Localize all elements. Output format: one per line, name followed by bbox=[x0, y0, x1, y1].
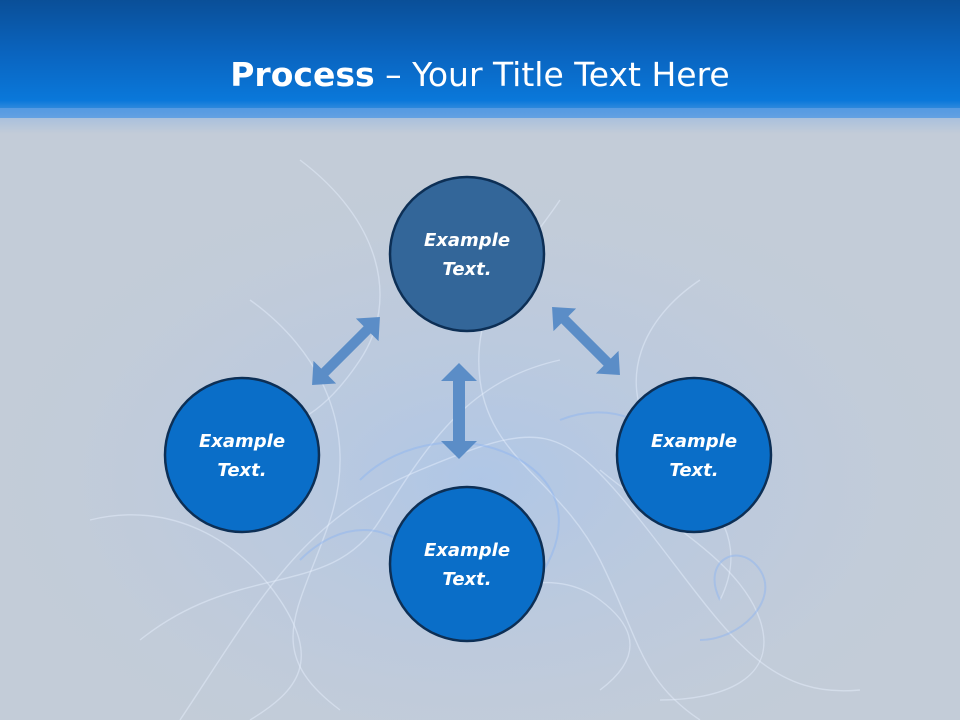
node-top-line2: Text. bbox=[442, 259, 491, 280]
arrow-top-bottom bbox=[441, 363, 477, 459]
slide-title-bold: Process bbox=[230, 55, 375, 94]
node-left-line1: Example bbox=[199, 431, 285, 452]
arrow-left-top bbox=[312, 317, 380, 385]
node-top-line1: Example bbox=[424, 230, 510, 251]
title-bar bbox=[0, 0, 960, 118]
node-bottom-line2: Text. bbox=[442, 569, 491, 590]
node-top: Example Text. bbox=[388, 175, 546, 333]
node-bottom-line1: Example bbox=[424, 540, 510, 561]
slide-title: Process – Your Title Text Here bbox=[0, 50, 960, 100]
node-left-line2: Text. bbox=[217, 460, 266, 481]
node-right-line2: Text. bbox=[669, 460, 718, 481]
slide-title-rest: – Your Title Text Here bbox=[374, 55, 730, 94]
title-bar-fade bbox=[0, 108, 960, 134]
node-left: Example Text. bbox=[163, 376, 321, 534]
arrow-top-right bbox=[552, 307, 620, 375]
node-right: Example Text. bbox=[615, 376, 773, 534]
node-bottom: Example Text. bbox=[388, 485, 546, 643]
node-right-line1: Example bbox=[651, 431, 737, 452]
